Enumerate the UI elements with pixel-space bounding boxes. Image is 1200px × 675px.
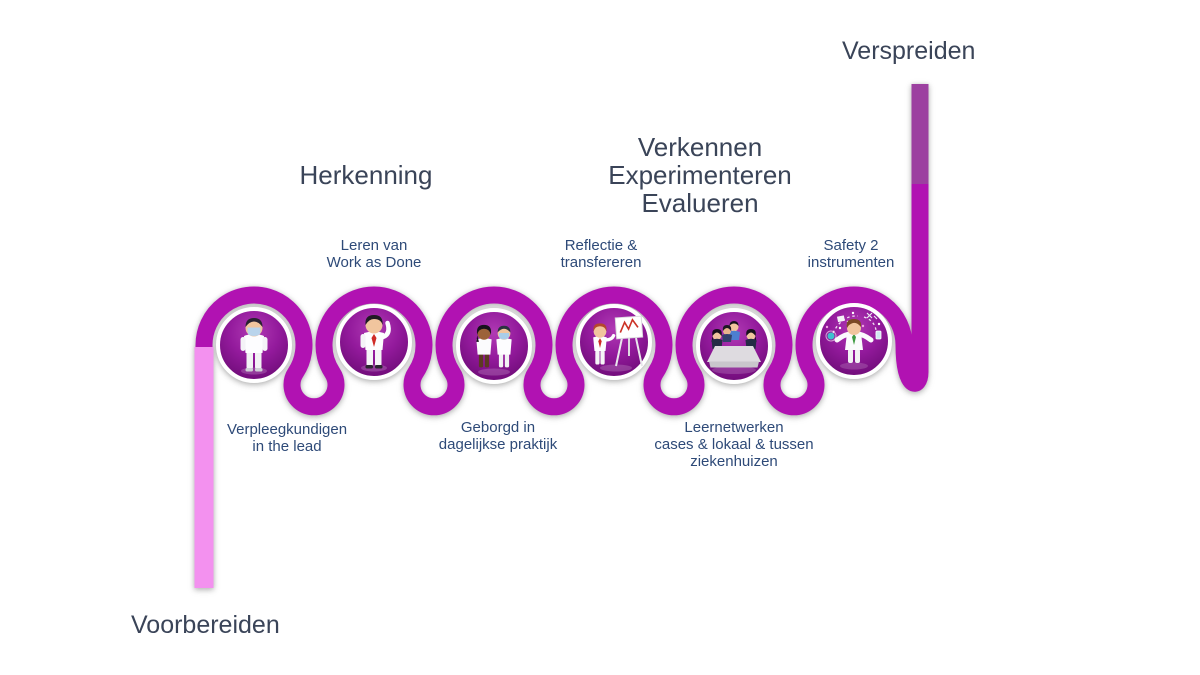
node-disc-3 (456, 308, 532, 384)
node-disc-6 (816, 303, 892, 379)
node-label-verpleegkundigen-in-the-lead: Verpleegkundigen in the lead (226, 421, 348, 455)
safety-2-instruments-icon (825, 311, 882, 370)
nurse-with-face-mask-icon (240, 318, 268, 375)
journey-ribbon (195, 85, 929, 588)
phase-heading-herkenning: Herkenning (299, 160, 433, 190)
flipchart-presentation-icon (593, 315, 644, 372)
team-meeting-icon (707, 321, 761, 374)
phase-heading-verkennen-experimenteren-evalueren: Verkennen Experimenteren Evalueren (608, 132, 792, 218)
node-label-leernetwerken: Leernetwerken cases & lokaal & tussen zi… (654, 419, 814, 470)
start-bar-segment (194, 347, 214, 588)
end-bar-segment (911, 84, 929, 184)
node-disc-5 (696, 308, 772, 384)
node-label-leren-van-work-as-done: Leren van Work as Done (326, 237, 422, 271)
node-disc-2 (336, 304, 412, 380)
end-label-verspreiden: Verspreiden (842, 37, 976, 65)
start-label-voorbereiden: Voorbereiden (131, 611, 280, 639)
node-label-geborgd-in-dagelijkse-praktijk: Geborgd in dagelijkse praktijk (438, 419, 558, 453)
node-label-safety-2-instrumenten: Safety 2 instrumenten (807, 237, 895, 271)
node-disc-4 (576, 304, 652, 380)
doctor-scratching-head-icon (360, 315, 391, 372)
two-healthcare-workers-icon (476, 324, 512, 376)
node-disc-1 (216, 307, 292, 383)
node-label-reflectie-transfereren: Reflectie & transfereren (560, 237, 642, 271)
